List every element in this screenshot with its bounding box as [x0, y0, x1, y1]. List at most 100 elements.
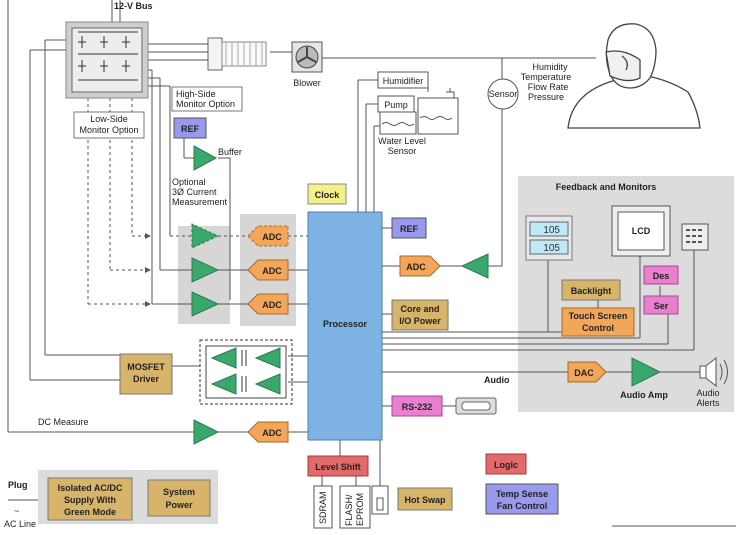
humidifier-label: Humidifier — [383, 76, 424, 86]
clock-label: Clock — [315, 190, 341, 200]
dac-block: DAC — [567, 361, 607, 383]
temp-sense-line2: Fan Control — [497, 501, 548, 511]
hot-swap-block — [397, 487, 453, 511]
buffer-label: Buffer — [218, 147, 242, 157]
hot-swap-connector — [371, 485, 389, 515]
low-side-line2: Monitor Option — [79, 125, 138, 135]
audio-alerts-line1: Audio — [696, 388, 719, 398]
adc-3: ADC — [247, 293, 289, 315]
sdram-label: SDRAM — [318, 491, 328, 524]
ac-line-label: AC Line — [4, 519, 36, 529]
humidifier-block — [377, 71, 429, 89]
isolated-supply-block — [47, 477, 133, 521]
mosfet-line2: Driver — [133, 374, 160, 384]
touch-screen-block — [561, 307, 635, 337]
mosfet-line1: MOSFET — [127, 362, 165, 372]
core-io-line2: I/O Power — [399, 316, 441, 326]
water-tank — [379, 88, 459, 135]
isolated-line1: Isolated AC/DC — [58, 483, 123, 493]
processor-block — [307, 211, 383, 441]
optional-line3: Measurement — [172, 197, 228, 207]
gate-amp-module — [199, 339, 293, 405]
dc-amp — [193, 419, 220, 445]
lcd-monitor: LCD — [611, 205, 671, 257]
adc-dc: ADC — [247, 421, 289, 443]
isolated-line2: Supply With — [64, 495, 116, 505]
audio-amp-label: Audio Amp — [620, 390, 668, 400]
lcd-label: LCD — [632, 226, 651, 236]
keypad-icon — [681, 223, 709, 251]
sensor-list-3: Flow Rate — [528, 82, 569, 92]
temp-sense-line1: Temp Sense — [496, 489, 548, 499]
core-io-line1: Core and — [400, 304, 439, 314]
high-side-box — [171, 86, 243, 112]
system-power-block — [147, 479, 211, 517]
flash-line2: EPROM — [355, 493, 365, 526]
water-level-line2: Sensor — [388, 146, 417, 156]
sensor-list-4: Pressure — [528, 92, 564, 102]
rs232-block — [391, 395, 443, 417]
serial-port-icon — [455, 397, 497, 415]
temp-sense-block — [485, 483, 559, 515]
dc-measure-label: DC Measure — [38, 417, 89, 427]
ref-block-1 — [173, 117, 207, 139]
core-io-block — [391, 299, 449, 331]
display-value-1: 105 — [543, 225, 560, 236]
sdram-chip — [313, 485, 333, 529]
ref-2-label: REF — [400, 224, 419, 234]
clock-block — [307, 183, 347, 205]
ref-1-label: REF — [181, 124, 200, 134]
optional-line1: Optional — [172, 177, 206, 187]
buffer-amp — [193, 145, 218, 171]
feedback-title: Feedback and Monitors — [556, 182, 657, 192]
pump-label: Pump — [384, 100, 408, 110]
processor-label: Processor — [323, 319, 368, 329]
speaker-icon — [699, 356, 728, 388]
sensor-list-2: Temperature — [521, 72, 572, 82]
high-side-line2: Monitor Option — [176, 99, 235, 109]
audio-amp — [631, 357, 662, 387]
low-side-box — [73, 111, 145, 139]
ac-symbol: ~ — [14, 506, 19, 516]
amp-2 — [191, 257, 220, 283]
power-bridge — [65, 21, 149, 99]
audio-label: Audio — [484, 375, 510, 385]
audio-alerts-line2: Alerts — [696, 398, 720, 408]
amp-3 — [191, 291, 220, 317]
ref-block-2 — [391, 217, 427, 239]
flash-line1: FLASH/ — [344, 494, 354, 526]
wires — [7, 0, 700, 501]
adc-sensor-label: ADC — [406, 262, 426, 272]
flash-chip — [339, 485, 371, 529]
seven-seg-display: 105 105 — [525, 215, 573, 261]
des-label: Des — [653, 271, 670, 281]
logic-label: Logic — [494, 460, 518, 470]
display-value-2: 105 — [543, 243, 560, 254]
hot-swap-label: Hot Swap — [404, 495, 446, 505]
dac-label: DAC — [574, 368, 594, 378]
adc-2-label: ADC — [262, 266, 282, 276]
patient-illustration — [567, 23, 701, 129]
adc-1-label: ADC — [262, 232, 282, 242]
ser-label: Ser — [654, 301, 669, 311]
low-side-line1: Low-Side — [90, 114, 128, 124]
level-shift-label: Level Shift — [315, 462, 361, 472]
backlight-block — [561, 279, 621, 301]
amp-1 — [191, 223, 220, 249]
adc-dc-label: ADC — [262, 428, 282, 438]
system-power-line1: System — [163, 487, 195, 497]
blower-fan — [291, 41, 323, 73]
high-side-line1: High-Side — [176, 89, 216, 99]
sensor-label: Sensor — [489, 89, 518, 99]
plug-label: Plug — [8, 480, 28, 490]
bus-label: 12-V Bus — [114, 1, 153, 11]
touch-line1: Touch Screen — [569, 311, 628, 321]
des-block — [643, 265, 679, 285]
rs232-label: RS-232 — [402, 402, 433, 412]
level-shift-block — [307, 455, 369, 477]
logic-block — [485, 453, 527, 475]
mosfet-driver-block — [119, 353, 173, 395]
motor — [207, 37, 267, 71]
sensor-amp — [460, 253, 489, 279]
ser-block — [643, 295, 679, 315]
